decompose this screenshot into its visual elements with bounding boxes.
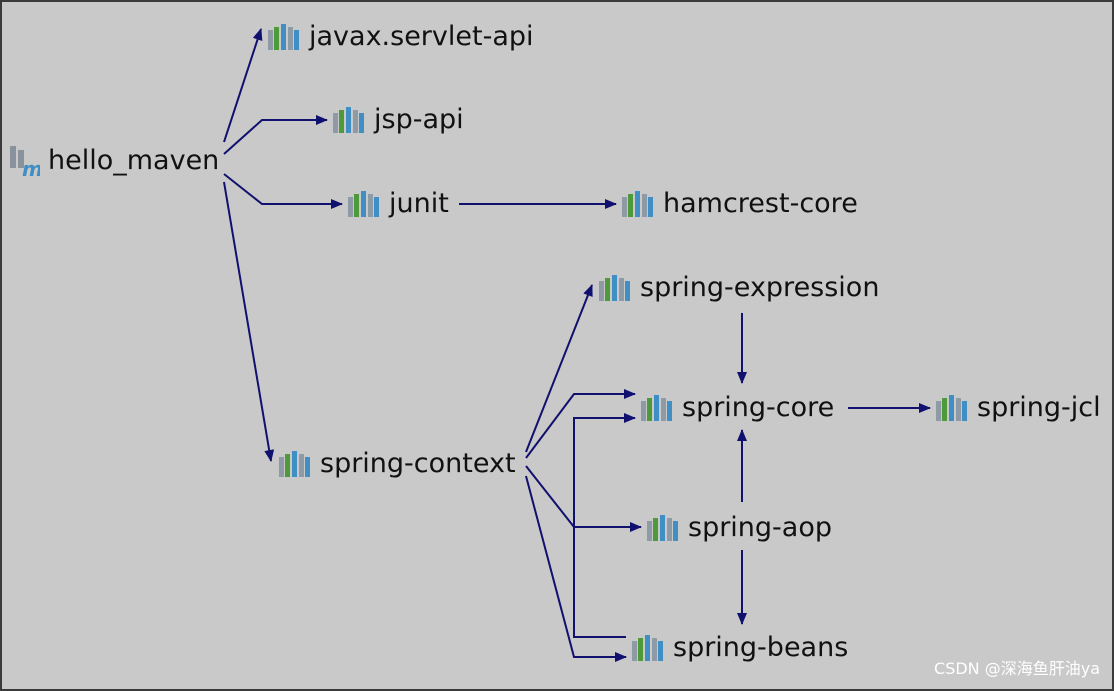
node-label: javax.servlet-api — [309, 21, 534, 52]
node-spring-aop[interactable]: spring-aop — [647, 512, 832, 544]
library-icon — [936, 395, 967, 421]
edge-spring-beans-to-spring-core — [573, 413, 636, 638]
edge-hello-maven-to-jsp-api — [223, 115, 328, 155]
node-javax-servlet-api[interactable]: javax.servlet-api — [268, 21, 534, 53]
watermark: CSDN @深海鱼肝油ya — [934, 659, 1100, 678]
library-icon — [622, 191, 653, 217]
edge-hello-maven-to-junit — [223, 173, 343, 209]
node-label: spring-context — [320, 448, 516, 479]
library-icon — [599, 275, 630, 301]
library-icon — [632, 635, 663, 661]
node-spring-beans[interactable]: spring-beans — [632, 632, 848, 664]
maven-module-icon: m — [10, 146, 40, 178]
library-icon — [279, 451, 310, 477]
node-label: spring-aop — [688, 512, 833, 543]
node-spring-expression[interactable]: spring-expression — [599, 272, 879, 304]
node-jsp-api[interactable]: jsp-api — [333, 104, 464, 136]
node-hamcrest-core[interactable]: hamcrest-core — [622, 188, 858, 220]
library-icon — [647, 515, 678, 541]
edge-spring-context-to-spring-beans — [525, 475, 627, 662]
edge-spring-context-to-spring-core — [525, 389, 636, 459]
node-spring-context[interactable]: spring-context — [279, 448, 516, 480]
node-label: spring-jcl — [977, 392, 1101, 423]
library-icon — [333, 107, 364, 133]
library-icon — [641, 395, 672, 421]
edge-hello-maven-to-spring-context — [223, 181, 275, 462]
node-label: spring-beans — [673, 632, 849, 663]
node-label: hamcrest-core — [663, 188, 858, 219]
node-junit[interactable]: junit — [348, 188, 449, 220]
node-label: spring-core — [682, 392, 835, 423]
node-spring-core[interactable]: spring-core — [641, 392, 834, 424]
edge-spring-context-to-spring-aop — [525, 465, 642, 532]
edge-hello-maven-to-javax-servlet-api — [223, 28, 263, 143]
library-icon — [268, 24, 299, 50]
node-label: hello_maven — [48, 145, 220, 176]
node-label: junit — [389, 188, 449, 219]
edge-spring-context-to-spring-expression — [525, 284, 593, 453]
node-label: spring-expression — [640, 272, 880, 303]
library-icon — [348, 191, 379, 217]
svg-text:m: m — [22, 157, 40, 178]
node-spring-jcl[interactable]: spring-jcl — [936, 392, 1101, 424]
node-label: jsp-api — [374, 104, 464, 135]
node-hello-maven[interactable]: m hello_maven — [8, 145, 220, 178]
